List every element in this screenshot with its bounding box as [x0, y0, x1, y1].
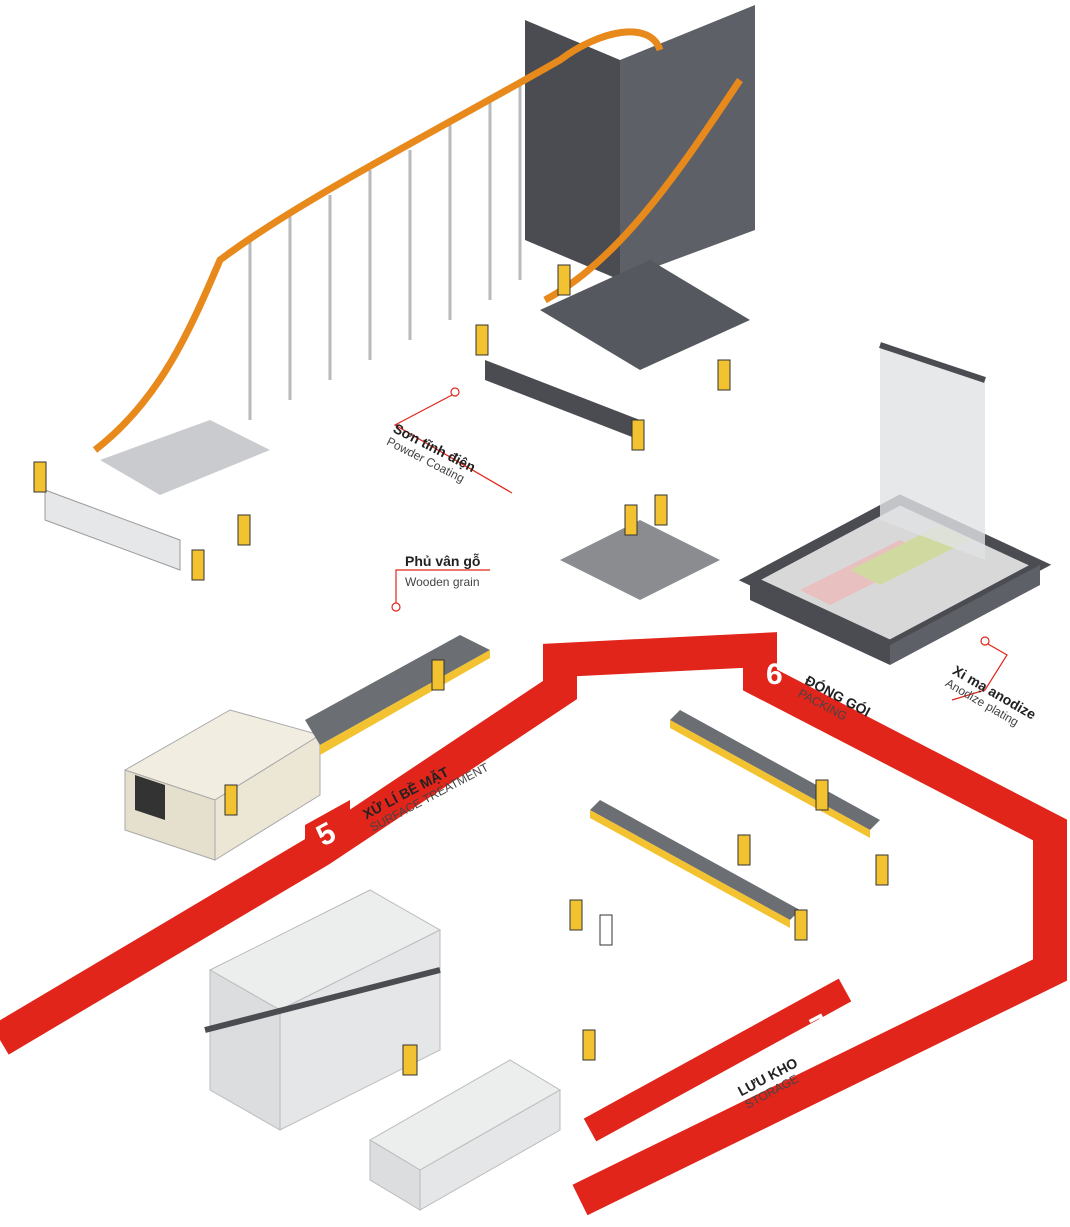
callout-wooden-grain: Phủ vân gỗ Wooden grain: [405, 553, 480, 589]
step-number-6: 6: [766, 658, 783, 691]
workers: [33, 264, 889, 1076]
powder-coating-booth: [44, 5, 755, 571]
process-band: [0, 632, 1067, 1216]
anodize-tank: [738, 342, 1052, 665]
packing-tables: [590, 710, 880, 928]
callout-vn: Phủ vân gỗ: [405, 553, 481, 569]
callout-en: Wooden grain: [405, 575, 480, 589]
inspection-platform: [560, 520, 720, 600]
storage-racks: [204, 889, 561, 1211]
callout-leaders: [391, 387, 1008, 701]
